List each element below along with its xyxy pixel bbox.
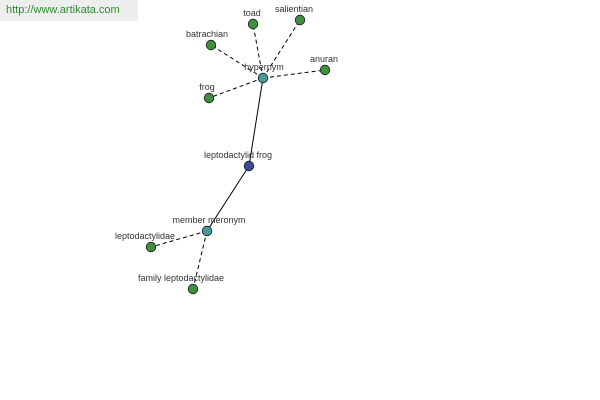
watermark-url: http://www.artikata.com — [0, 0, 138, 21]
node-toad[interactable]: toad — [243, 8, 261, 30]
node-marker-leptodactylid-frog[interactable] — [243, 160, 255, 172]
node-marker-leptodactylidae[interactable] — [145, 241, 157, 253]
node-salientian[interactable]: salientian — [275, 4, 313, 26]
node-marker-anuran[interactable] — [319, 64, 331, 76]
node-label-leptodactylidae: leptodactylidae — [115, 231, 175, 241]
nodes-layer: toad salientian batrachian anuran hypernym fr… — [115, 4, 338, 295]
node-label-leptodactylid-frog: leptodactylid frog — [204, 150, 272, 160]
node-family-leptodactylidae[interactable]: family leptodactylidae — [138, 273, 224, 295]
node-hypernym[interactable]: hypernym — [244, 62, 284, 84]
edge-member-meronym-to-leptodactylidae — [150, 230, 208, 248]
node-marker-batrachian[interactable] — [205, 39, 217, 51]
node-label-frog: frog — [199, 82, 215, 92]
edge-hypernym-to-anuran — [262, 69, 326, 79]
edge-hypernym-to-toad — [252, 23, 264, 79]
edge-leptodactylid-frog-to-hypernym — [248, 77, 264, 167]
node-label-family-leptodactylidae: family leptodactylidae — [138, 273, 224, 283]
node-label-anuran: anuran — [310, 54, 338, 64]
edge-hypernym-to-batrachian — [210, 44, 264, 79]
node-anuran[interactable]: anuran — [310, 54, 338, 76]
node-label-batrachian: batrachian — [186, 29, 228, 39]
node-frog[interactable]: frog — [199, 82, 215, 104]
node-marker-member-meronym[interactable] — [201, 225, 213, 237]
node-label-toad: toad — [243, 8, 261, 18]
node-label-member-meronym: member meronym — [172, 215, 245, 225]
edge-leptodactylid-frog-to-member-meronym — [206, 165, 250, 232]
edges-layer — [150, 19, 326, 290]
node-label-salientian: salientian — [275, 4, 313, 14]
node-member-meronym[interactable]: member meronym — [172, 215, 246, 237]
node-marker-toad[interactable] — [247, 18, 259, 30]
node-leptodactylid-frog[interactable]: leptodactylid frog — [204, 150, 272, 172]
edge-member-meronym-to-family-leptodactylidae — [192, 230, 208, 290]
node-marker-family-leptodactylidae[interactable] — [187, 283, 199, 295]
node-marker-hypernym[interactable] — [257, 72, 269, 84]
edge-hypernym-to-frog — [208, 77, 264, 99]
node-marker-salientian[interactable] — [294, 14, 306, 26]
edge-hypernym-to-salientian — [262, 19, 301, 79]
node-marker-frog[interactable] — [203, 92, 215, 104]
node-leptodactylidae[interactable]: leptodactylidae — [115, 231, 175, 253]
node-batrachian[interactable]: batrachian — [186, 29, 228, 51]
node-label-hypernym: hypernym — [244, 62, 284, 72]
